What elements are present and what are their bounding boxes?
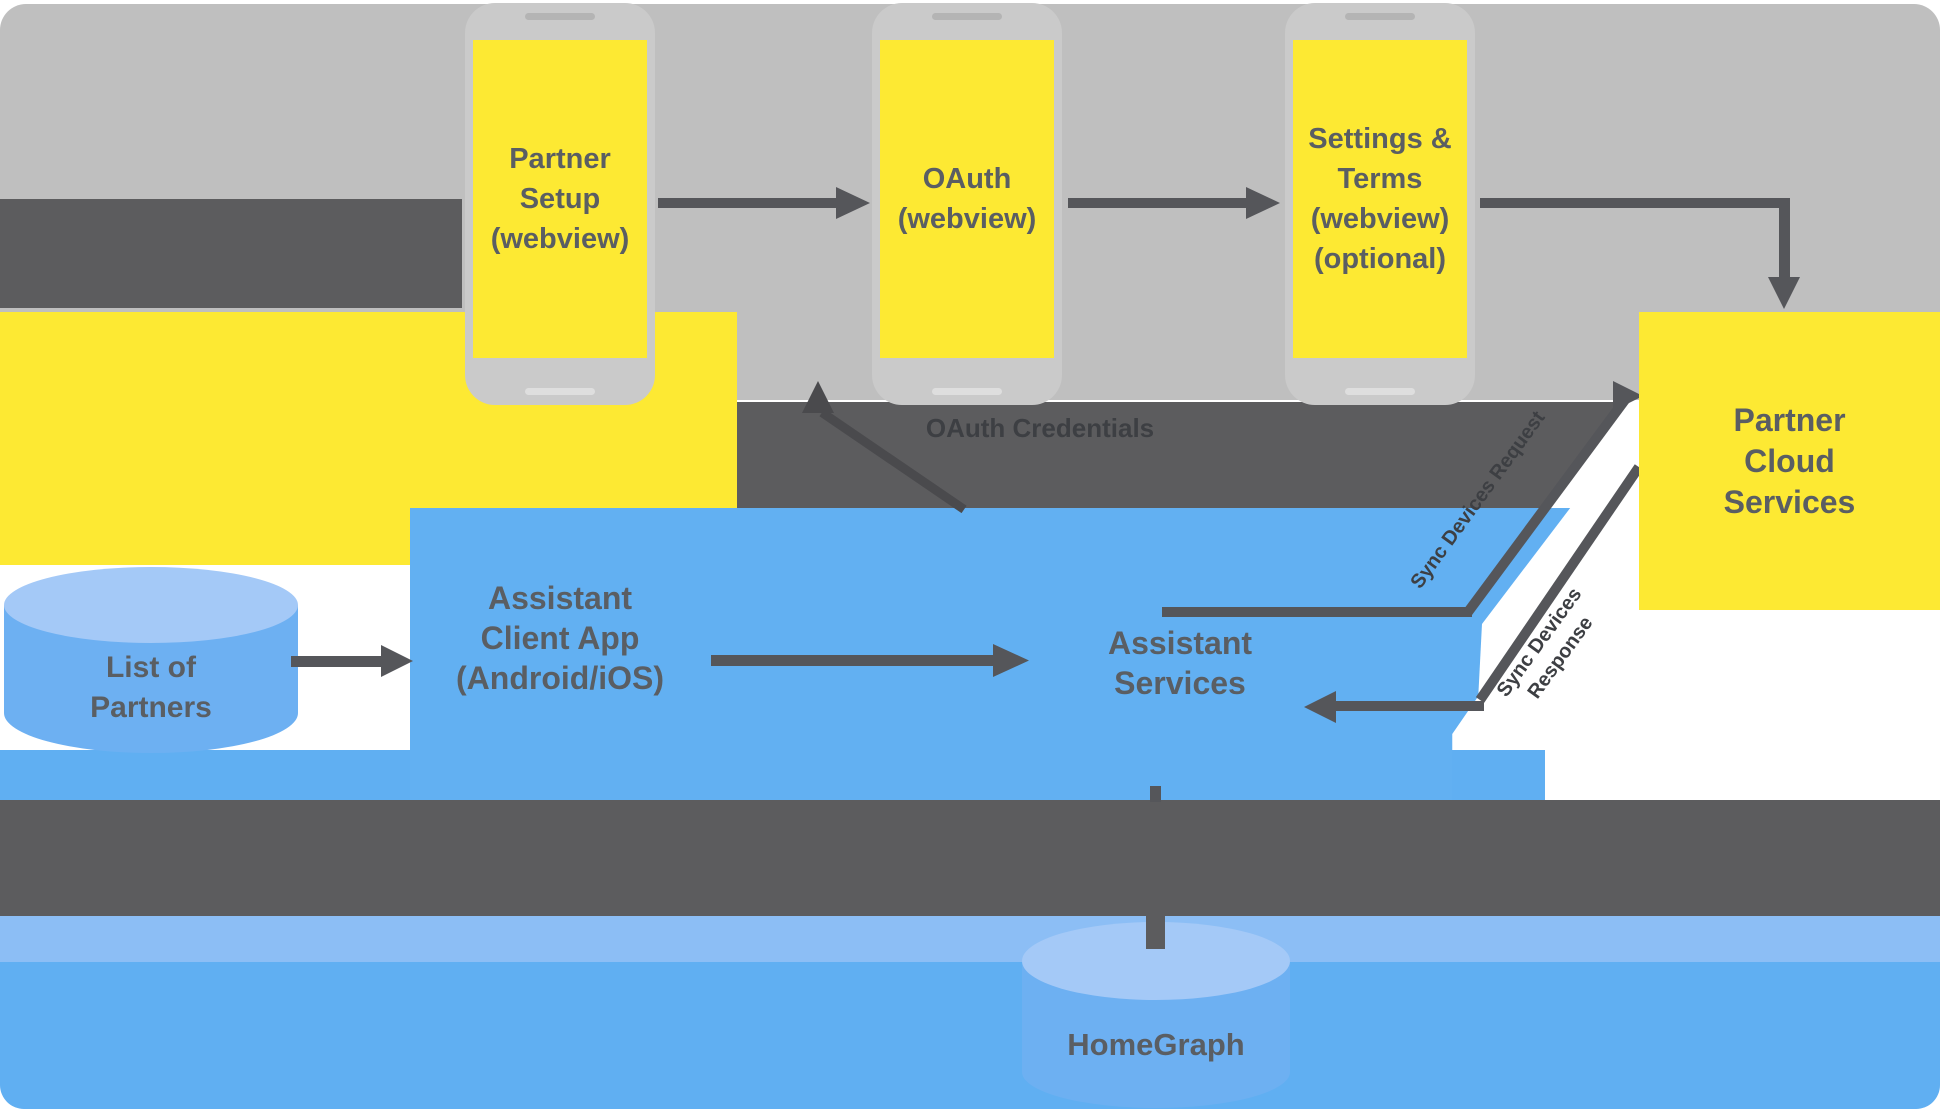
webview-settings-terms: Settings & Terms (webview) (optional) xyxy=(1293,40,1467,358)
phone-speaker xyxy=(1345,13,1415,20)
phone-speaker xyxy=(932,13,1002,20)
entry-flow-band xyxy=(0,199,462,308)
sync-request-line-horizontal xyxy=(1162,607,1472,617)
partner-cloud-services-box: Partner Cloud Services xyxy=(1639,312,1940,610)
list-of-partners-label: List of Partners xyxy=(90,650,212,724)
line-settings-to-cloud-vertical xyxy=(1779,203,1790,279)
bottom-blue-panel xyxy=(0,962,1940,1109)
arrowhead-down-icon xyxy=(1146,916,1165,949)
arrow-partners-to-app xyxy=(291,656,383,667)
arrow-partner-setup-to-oauth xyxy=(658,198,838,208)
phone-frame-partner-setup: Partner Setup (webview) xyxy=(465,3,655,405)
homegraph-label: HomeGraph xyxy=(1067,1027,1245,1062)
webview-oauth: OAuth (webview) xyxy=(880,40,1054,358)
list-of-partners-cylinder-top xyxy=(4,567,298,643)
arrow-services-to-homegraph xyxy=(1150,786,1161,802)
phone-frame-settings-terms: Settings & Terms (webview) (optional) xyxy=(1285,3,1475,405)
webview-partner-setup: Partner Setup (webview) xyxy=(473,40,647,358)
phone-home-indicator xyxy=(932,388,1002,395)
line-settings-to-cloud xyxy=(1480,198,1790,208)
assistant-client-app-label: Assistant Client App (Android/iOS) xyxy=(456,580,664,696)
phone-home-indicator xyxy=(1345,388,1415,395)
bottom-light-stripe xyxy=(0,916,1940,962)
arrow-oauth-to-settings xyxy=(1068,198,1248,208)
phone-home-indicator xyxy=(525,388,595,395)
phone-speaker xyxy=(525,13,595,20)
assistant-services-label: Assistant Services xyxy=(1107,625,1253,701)
credentials-flow-band xyxy=(700,402,1625,508)
sync-response-line-horizontal xyxy=(1332,701,1484,711)
phone-frame-oauth: OAuth (webview) xyxy=(872,3,1062,405)
arrowhead-right-icon xyxy=(381,645,413,677)
homegraph-flow-band xyxy=(0,800,1940,916)
arrow-app-to-services xyxy=(711,655,995,666)
oauth-credentials-flow-label: OAuth Credentials xyxy=(925,412,1155,443)
